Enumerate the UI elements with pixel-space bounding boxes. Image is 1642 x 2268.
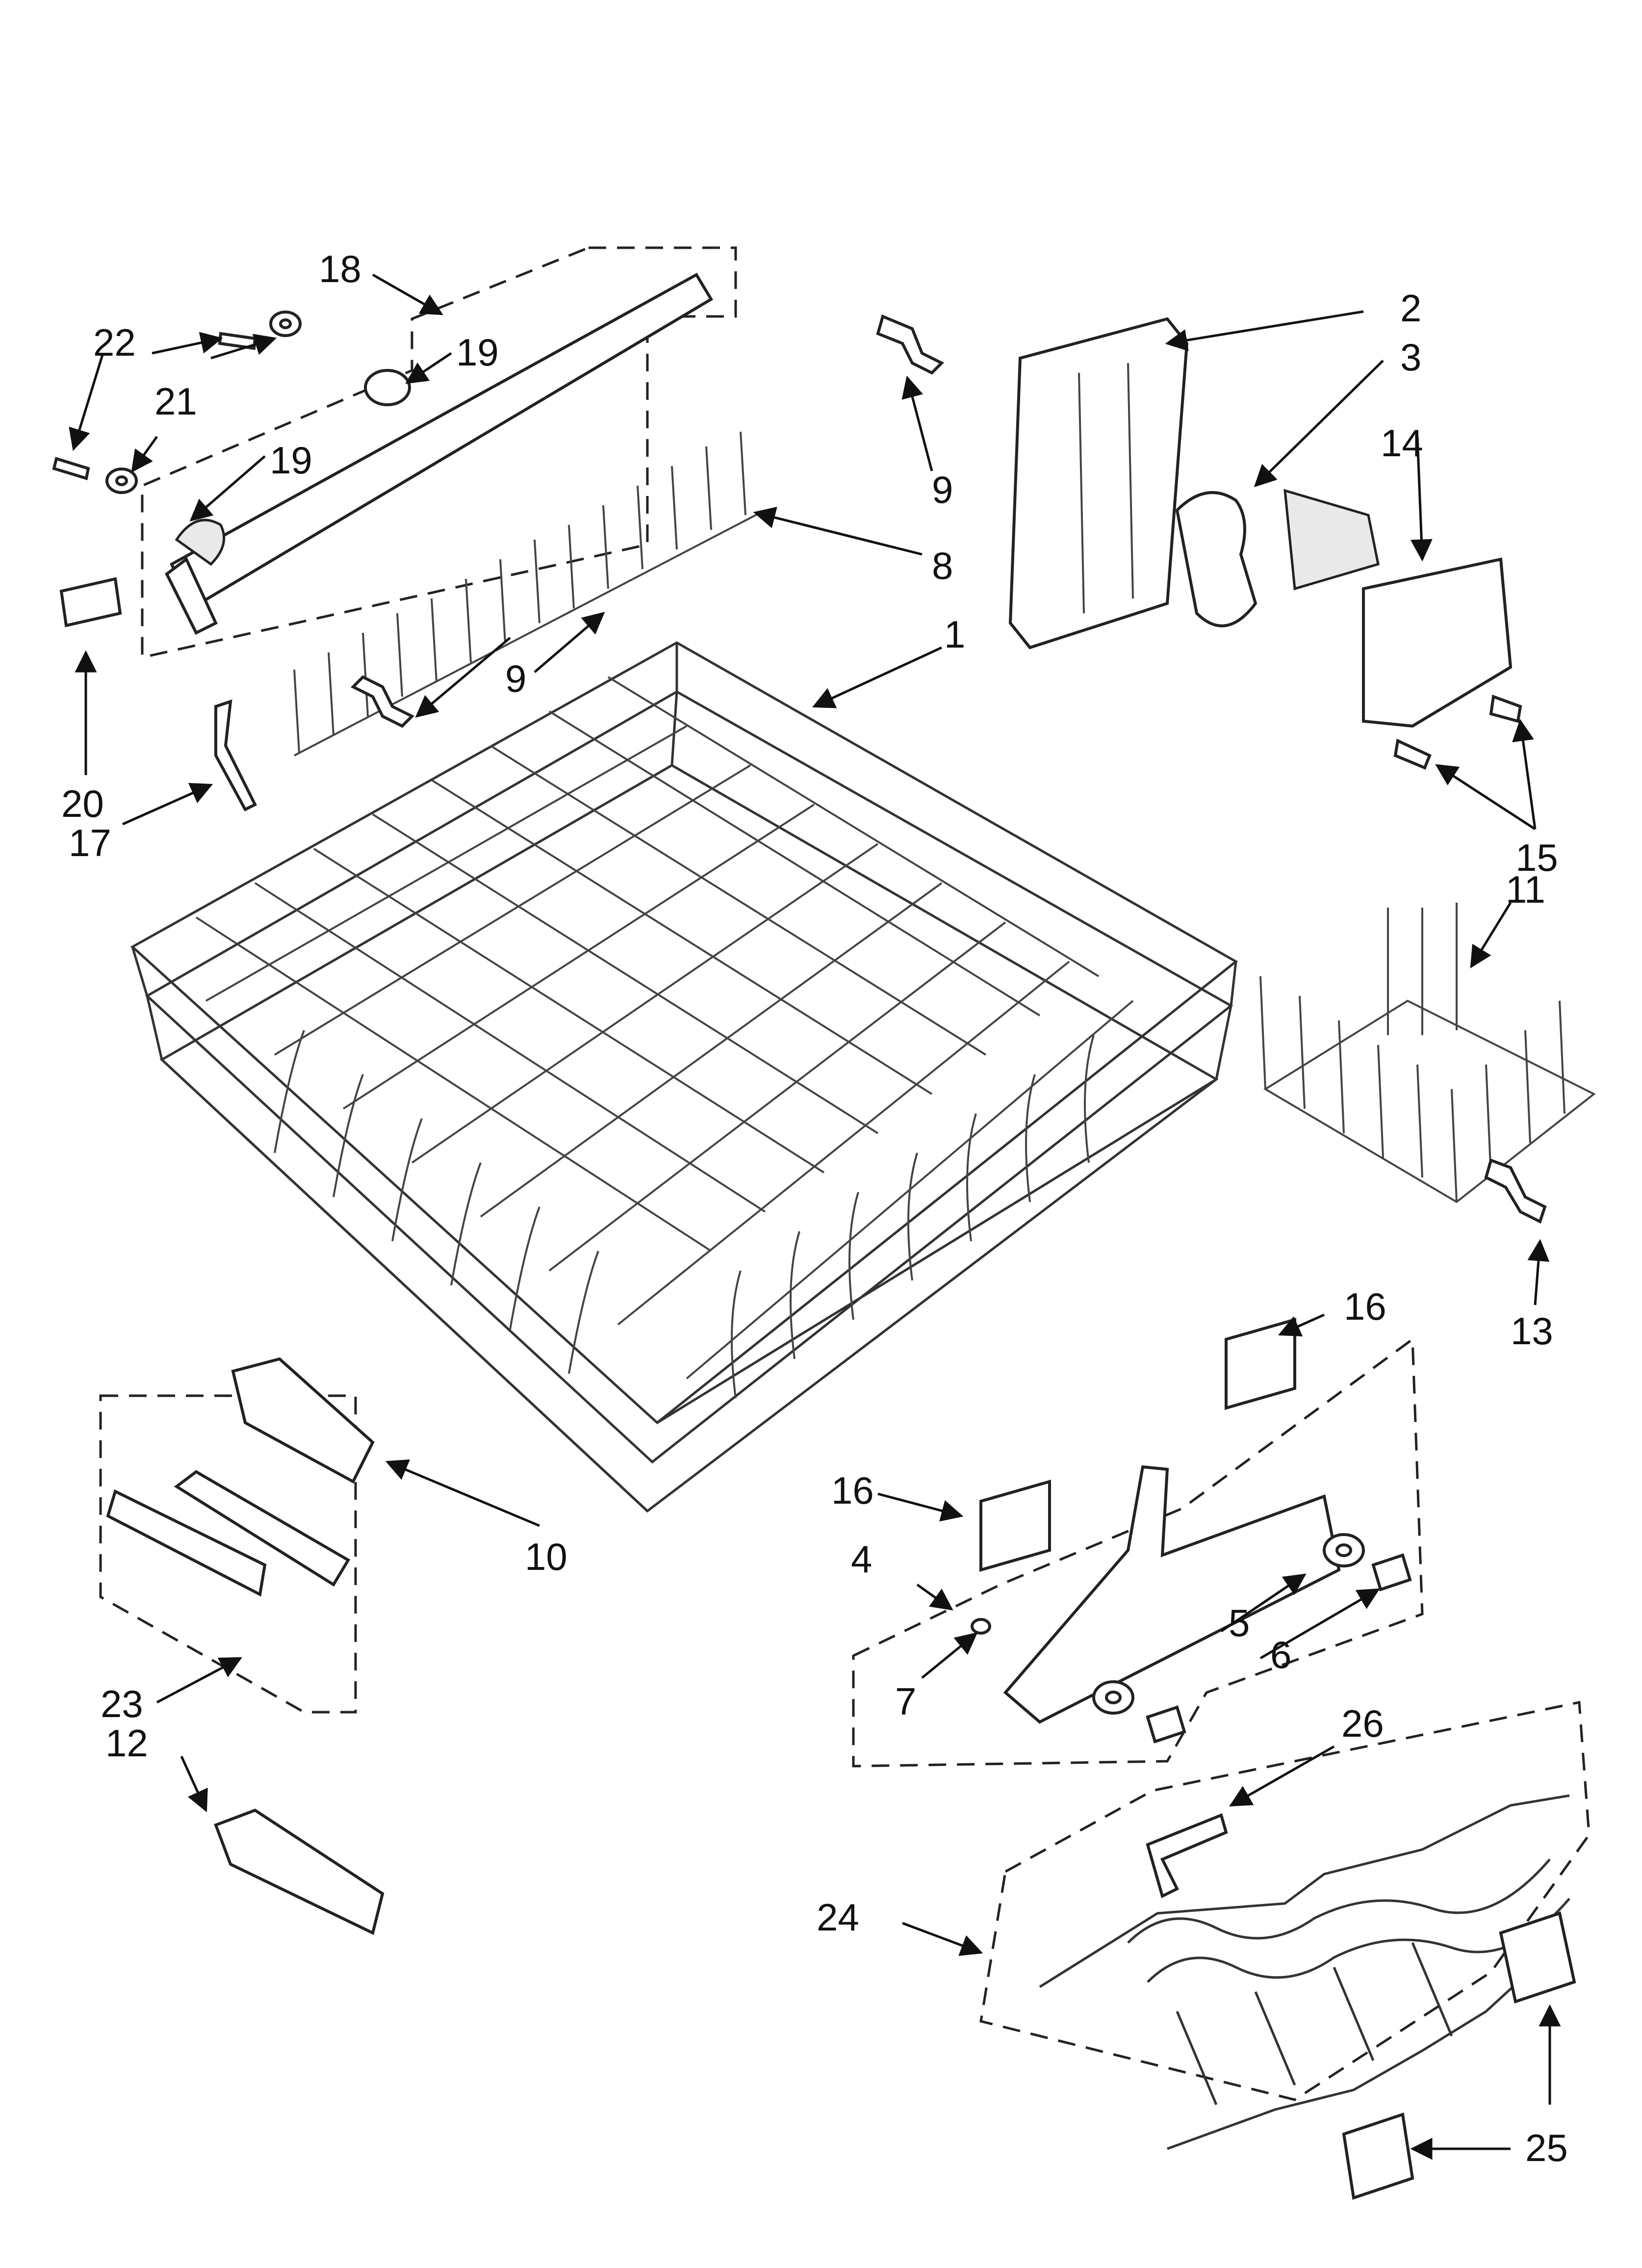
callout-19-upper: 19 [456, 331, 499, 374]
callout-1: 1 [944, 613, 965, 656]
handle-mount-12 [214, 1808, 385, 1935]
callout-17: 17 [69, 821, 111, 864]
callout-23: 23 [101, 1682, 143, 1725]
wire-rack-group-box [979, 1700, 1591, 2101]
pivot-pin-7 [971, 1618, 991, 1635]
handle-bracket-10 [231, 1357, 375, 1484]
tine-support-group-box [852, 1337, 1424, 1768]
callout-16-lower: 16 [831, 1469, 874, 1512]
upper-dishrack [130, 641, 1238, 1513]
callout-26: 26 [1341, 1702, 1384, 1745]
axle-6-lower [1146, 1705, 1186, 1744]
spray-nozzle-elbow [1175, 489, 1380, 627]
callout-9-lower: 9 [505, 657, 526, 700]
callout-13: 13 [1511, 1309, 1553, 1353]
rack-clip-25-left [1342, 2112, 1414, 2200]
rail-group-box [141, 246, 737, 659]
bearing-washer-lower [105, 468, 138, 494]
callout-21: 21 [154, 380, 197, 423]
wheel-5-upper [1323, 1533, 1365, 1567]
callout-15: 15 [1515, 836, 1558, 879]
wheel-5-lower [1092, 1680, 1134, 1715]
leader-lines [69, 273, 1561, 2160]
callout-3: 3 [1400, 336, 1421, 379]
rail-stop-clip [59, 577, 122, 627]
callout-25: 25 [1525, 2126, 1568, 2169]
tine-clip-upper [876, 314, 945, 375]
callout-5: 5 [1229, 1601, 1250, 1644]
axle-6-upper [1371, 1553, 1412, 1591]
callout-12: 12 [105, 1721, 148, 1765]
bearing-washer-upper [269, 311, 302, 337]
rack-clip-17 [214, 699, 257, 811]
cover-screw-left [1393, 738, 1432, 770]
callout-8: 8 [932, 544, 953, 587]
screw-lower [52, 457, 90, 480]
fold-down-tine-11 [1259, 903, 1596, 1203]
callout-9-upper: 9 [932, 468, 953, 511]
callout-2: 2 [1400, 287, 1421, 330]
callout-16-upper: 16 [1344, 1285, 1386, 1328]
callout-24: 24 [817, 1896, 859, 1939]
wire-rack-24 [1039, 1794, 1570, 2150]
callout-11: 11 [1506, 868, 1545, 911]
callout-6: 6 [1270, 1633, 1291, 1676]
callout-22: 22 [93, 321, 136, 364]
tine-support-4 [1003, 1465, 1341, 1724]
callout-19-lower: 19 [270, 439, 312, 482]
tine-support-clip-16-upper [1225, 1318, 1296, 1410]
rack-rail-assembly [165, 272, 714, 635]
callout-14: 14 [1381, 421, 1423, 465]
tine-clip-lower [350, 675, 415, 728]
wire-rack-clip-26 [1146, 1813, 1228, 1899]
manifold-cover [1362, 557, 1513, 728]
callout-18: 18 [319, 247, 361, 290]
callout-20: 20 [61, 782, 104, 825]
cover-screw-right [1489, 694, 1522, 723]
handle-23 [106, 1470, 351, 1597]
callout-10: 10 [525, 1535, 567, 1578]
tine-clip-13 [1484, 1158, 1547, 1224]
tine-support-clip-16-lower [979, 1480, 1051, 1572]
callout-7: 7 [895, 1680, 916, 1723]
callout-4: 4 [851, 1538, 872, 1581]
rack-clip-25-right [1499, 1911, 1576, 2004]
tine-row-8 [293, 431, 766, 756]
spray-manifold-housing [1008, 317, 1189, 650]
callout-labels: 1 2 3 4 5 6 7 8 9 9 10 11 12 13 14 15 16… [61, 247, 1568, 2169]
